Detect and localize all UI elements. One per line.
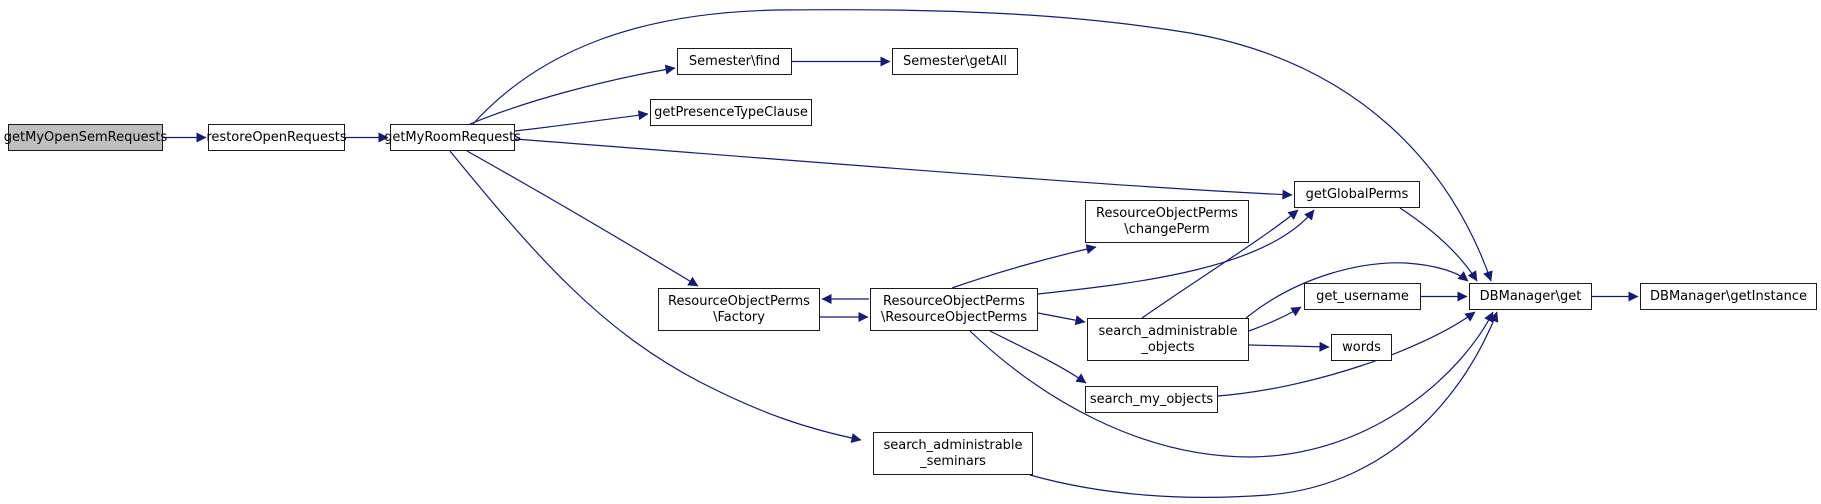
node-label-line: ResourceObjectPerms [883, 293, 1025, 309]
edge-getMyRoomRequests-to-search_administrable_seminars [449, 150, 862, 443]
edge-getMyRoomRequests-to-dbmanager-get [472, 9, 1493, 282]
node-resourceObjectPerms-changePerm[interactable]: ResourceObjectPerms\changePerm [1085, 200, 1249, 243]
edge-search_administrable_objects-to-get_username [1248, 306, 1302, 332]
edge-resourceObjectPerms-resourceObjectPerms-to-getGlobalPerms [1037, 209, 1315, 295]
edge-search_administrable_objects-to-getGlobalPerms [1141, 209, 1299, 319]
node-semester-find[interactable]: Semester\find [677, 48, 792, 75]
node-label-line: _objects [1141, 339, 1195, 355]
node-dbmanager-get[interactable]: DBManager\get [1469, 283, 1592, 310]
node-getMyOpenSemRequests[interactable]: getMyOpenSemRequests [4, 124, 167, 151]
edge-getMyRoomRequests-to-getPresenceTypeClause [514, 110, 649, 132]
node-label-line: search_administrable [883, 437, 1023, 453]
node-getPresenceTypeClause[interactable]: getPresenceTypeClause [650, 99, 812, 126]
node-label-line: \Factory [713, 309, 765, 325]
node-getMyRoomRequests[interactable]: getMyRoomRequests [384, 124, 521, 151]
edge-resourceObjectPerms-resourceObjectPerms-to-resourceObjectPerms-changePerm [951, 244, 1097, 289]
edge-getMyRoomRequests-to-getGlobalPerms [514, 138, 1293, 200]
node-words[interactable]: words [1331, 334, 1392, 361]
node-label-line: _seminars [920, 453, 986, 469]
edge-resourceObjectPerms-resourceObjectPerms-to-search_administrable_objects [1037, 312, 1086, 326]
node-label-line: getMyOpenSemRequests [3, 129, 168, 145]
node-label-line: \changePerm [1124, 221, 1210, 237]
node-label-line: getPresenceTypeClause [654, 104, 808, 120]
edge-resourceObjectPerms-resourceObjectPerms-to-search_my_objects [989, 330, 1087, 384]
node-search_administrable_objects[interactable]: search_administrable_objects [1087, 318, 1249, 361]
node-label-line: DBManager\getInstance [1650, 288, 1807, 304]
edge-search_administrable_objects-to-words [1248, 341, 1330, 352]
node-label-line: ResourceObjectPerms [668, 293, 810, 309]
node-label-line: search_my_objects [1089, 391, 1214, 407]
node-label-line: restoreOpenRequests [206, 129, 347, 145]
node-get_username[interactable]: get_username [1304, 283, 1421, 310]
node-label-line: Semester\find [688, 53, 781, 69]
node-label-line: get_username [1316, 288, 1409, 304]
node-getGlobalPerms[interactable]: getGlobalPerms [1294, 181, 1420, 208]
node-label-line: DBManager\get [1479, 288, 1582, 304]
node-search_my_objects[interactable]: search_my_objects [1085, 386, 1218, 413]
edge-getMyRoomRequests-to-semester-find [469, 64, 676, 125]
edge-search_my_objects-to-dbmanager-get [1217, 311, 1476, 397]
node-label-line: \ResourceObjectPerms [880, 309, 1028, 325]
node-label-line: search_administrable [1098, 323, 1238, 339]
node-restoreOpenRequests[interactable]: restoreOpenRequests [206, 124, 347, 151]
node-search_administrable_seminars[interactable]: search_administrable_seminars [873, 432, 1033, 475]
node-resourceObjectPerms-factory[interactable]: ResourceObjectPerms\Factory [658, 288, 820, 331]
edge-search_administrable_objects-to-dbmanager-get [1245, 262, 1469, 319]
node-dbmanager-getInstance[interactable]: DBManager\getInstance [1640, 283, 1817, 310]
node-label-line: getGlobalPerms [1305, 186, 1409, 202]
edge-resourceObjectPerms-resourceObjectPerms-to-dbmanager-get [969, 311, 1494, 458]
node-resourceObjectPerms-resourceObjectPerms[interactable]: ResourceObjectPerms\ResourceObjectPerms [870, 288, 1038, 331]
node-label-line: words [1342, 339, 1381, 355]
node-label-line: Semester\getAll [903, 53, 1007, 69]
node-semester-getAll[interactable]: Semester\getAll [892, 48, 1018, 75]
edge-search_administrable_seminars-to-dbmanager-get [1029, 311, 1499, 498]
node-label-line: getMyRoomRequests [384, 129, 521, 145]
edge-getMyRoomRequests-to-resourceObjectPerms-factory [466, 150, 699, 287]
edge-getGlobalPerms-to-dbmanager-get [1399, 207, 1478, 282]
node-label-line: ResourceObjectPerms [1096, 205, 1238, 221]
